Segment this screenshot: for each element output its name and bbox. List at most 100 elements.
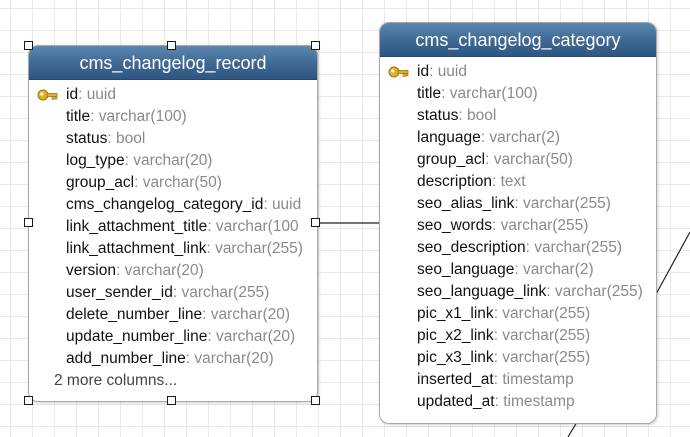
column-type: : timestamp [493,371,574,388]
column-name: inserted_at [417,371,494,388]
column-type: : timestamp [494,393,575,410]
column-row[interactable]: inserted_at: timestamp [380,369,656,391]
column-row[interactable]: update_number_line: varchar(20) [29,326,317,348]
resize-handle-bottom-left[interactable] [24,396,33,405]
key-icon [37,89,58,101]
column-name: user_sender_id [66,284,173,301]
column-type: : varchar(100) [90,108,187,125]
resize-handle-top-right[interactable] [311,41,320,50]
column-name: id [66,86,79,103]
column-name: seo_language_link [417,283,547,300]
column-name: add_number_line [66,350,186,367]
column-type: : varchar(2) [480,129,561,146]
column-name: version [66,262,116,279]
column-type: : varchar(255) [493,349,591,366]
column-row[interactable]: pic_x3_link: varchar(255) [380,347,656,369]
column-row[interactable]: version: varchar(20) [29,260,317,282]
column-type: : varchar(20) [124,152,213,169]
column-name: language [417,129,481,146]
column-row[interactable]: seo_language: varchar(2) [380,259,656,281]
column-name: pic_x3_link [417,349,494,366]
column-name: group_acl [66,174,135,191]
resize-handle-bottom-right[interactable] [311,396,320,405]
column-type: : bool [107,130,146,147]
column-row[interactable]: seo_language_link: varchar(255) [380,281,656,303]
column-type: : varchar(2) [514,261,594,278]
column-name: seo_language [417,261,515,278]
column-row[interactable]: title: varchar(100) [29,106,317,128]
column-type: : uuid [78,86,116,103]
entity-title[interactable]: cms_changelog_category [380,23,656,57]
column-row[interactable]: group_acl: varchar(50) [29,172,317,194]
primary-key-column[interactable]: id: uuid [29,84,317,106]
column-row[interactable]: seo_words: varchar(255) [380,215,656,237]
column-row[interactable]: add_number_line: varchar(20) [29,348,317,370]
column-name: delete_number_line [66,306,203,323]
column-name: id [417,63,430,80]
column-type: : varchar(255) [493,305,591,322]
column-name: status [66,130,108,147]
column-row[interactable]: language: varchar(2) [380,127,656,149]
column-type: : varchar(50) [134,174,222,191]
column-type: : varchar(20) [207,328,296,345]
column-name: seo_description [417,239,526,256]
relationship-line-category-outgoing-upper[interactable] [654,231,690,297]
column-row[interactable]: group_acl: varchar(50) [380,149,656,171]
column-name: log_type [66,152,125,169]
more-columns-link[interactable]: 2 more columns... [54,372,178,389]
column-row[interactable]: user_sender_id: varchar(255) [29,282,317,304]
column-type: : varchar(255) [172,284,270,301]
column-name: status [417,107,459,124]
entity-title[interactable]: cms_changelog_record [29,46,317,80]
column-row[interactable]: seo_alias_link: varchar(255) [380,193,656,215]
column-row[interactable]: seo_description: varchar(255) [380,237,656,259]
resize-handle-middle-left[interactable] [24,218,33,227]
relationship-line-category-outgoing-lower[interactable] [567,421,578,437]
column-name: group_acl [417,151,486,168]
column-name: cms_changelog_category_id [66,196,264,213]
column-row[interactable]: pic_x1_link: varchar(255) [380,303,656,325]
column-type: : uuid [263,196,302,213]
column-type: : varchar(255) [206,240,303,257]
column-row[interactable]: delete_number_line: varchar(20) [29,304,317,326]
column-name: link_attachment_title [66,218,208,235]
primary-key-column[interactable]: id: uuid [380,61,656,83]
column-row[interactable]: link_attachment_title: varchar(100 [29,216,317,238]
column-type: : varchar(20) [185,350,274,367]
column-row[interactable]: pic_x2_link: varchar(255) [380,325,656,347]
column-row[interactable]: status: bool [380,105,656,127]
column-type: : varchar(100) [441,85,538,102]
column-type: : varchar(20) [202,306,291,323]
column-row[interactable]: link_attachment_link: varchar(255) [29,238,317,260]
resize-handle-top-center[interactable] [167,41,176,50]
column-row[interactable]: cms_changelog_category_id: uuid [29,194,317,216]
column-row[interactable]: updated_at: timestamp [380,391,656,413]
column-row[interactable]: title: varchar(100) [380,83,656,105]
column-name: update_number_line [66,328,208,345]
resize-handle-bottom-center[interactable] [167,396,176,405]
column-row[interactable]: log_type: varchar(20) [29,150,317,172]
column-name: link_attachment_link [66,240,207,257]
column-name: title [417,85,442,102]
resize-handle-middle-right[interactable] [311,218,320,227]
column-type: : bool [458,107,497,124]
column-type: : varchar(255) [546,283,643,300]
column-type: : varchar(100 [207,218,299,235]
column-name: seo_alias_link [417,195,515,212]
column-name: pic_x1_link [417,305,494,322]
column-name: updated_at [417,393,495,410]
key-icon [388,66,409,78]
column-row[interactable]: status: bool [29,128,317,150]
column-type: : varchar(255) [514,195,611,212]
column-type: : varchar(20) [115,262,204,279]
column-row[interactable]: description: text [380,171,656,193]
resize-handle-top-left[interactable] [24,41,33,50]
column-type: : varchar(255) [525,239,623,256]
column-name: title [66,108,91,125]
column-name: seo_words [417,217,492,234]
column-type: : text [491,173,526,190]
